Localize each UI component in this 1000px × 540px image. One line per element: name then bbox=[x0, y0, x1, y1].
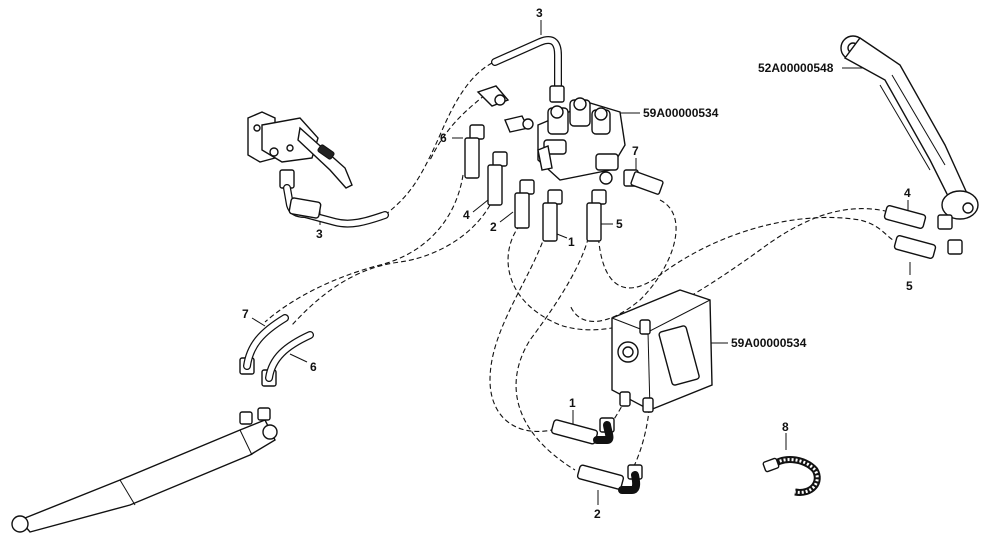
label-4-right: 4 bbox=[904, 186, 911, 200]
lower-hose-fittings bbox=[550, 417, 643, 494]
control-lever-bracket bbox=[247, 111, 353, 189]
label-2-mid: 2 bbox=[490, 220, 497, 234]
rigid-pipe-3-left bbox=[279, 169, 389, 228]
label-3-left: 3 bbox=[316, 227, 323, 241]
hose-fittings-group bbox=[464, 124, 664, 242]
hose-clamp-strap bbox=[762, 456, 821, 496]
label-4-mid: 4 bbox=[463, 208, 470, 222]
label-7-left: 7 bbox=[242, 307, 249, 321]
label-5-mid: 5 bbox=[616, 217, 623, 231]
label-59a-box: 59A00000534 bbox=[731, 336, 807, 350]
label-59a-top: 59A00000534 bbox=[643, 106, 719, 120]
label-7-top: 7 bbox=[632, 144, 639, 158]
lift-cylinder-right bbox=[840, 35, 979, 259]
label-5-right: 5 bbox=[906, 279, 913, 293]
label-52a: 52A00000548 bbox=[758, 61, 834, 75]
label-8: 8 bbox=[782, 420, 789, 434]
rigid-pipe-3-top bbox=[491, 36, 565, 103]
control-box-59a bbox=[611, 289, 713, 413]
label-1-low: 1 bbox=[569, 396, 576, 410]
label-2-low: 2 bbox=[594, 507, 601, 521]
part-labels: 3 59A00000534 52A00000548 6 7 4 2 1 5 3 … bbox=[242, 6, 913, 521]
steering-cylinder-left bbox=[11, 314, 314, 533]
label-1-mid: 1 bbox=[568, 235, 575, 249]
label-6-top: 6 bbox=[440, 131, 447, 145]
label-3-top: 3 bbox=[536, 6, 543, 20]
label-6-left: 6 bbox=[310, 360, 317, 374]
control-valve-block bbox=[476, 85, 626, 185]
